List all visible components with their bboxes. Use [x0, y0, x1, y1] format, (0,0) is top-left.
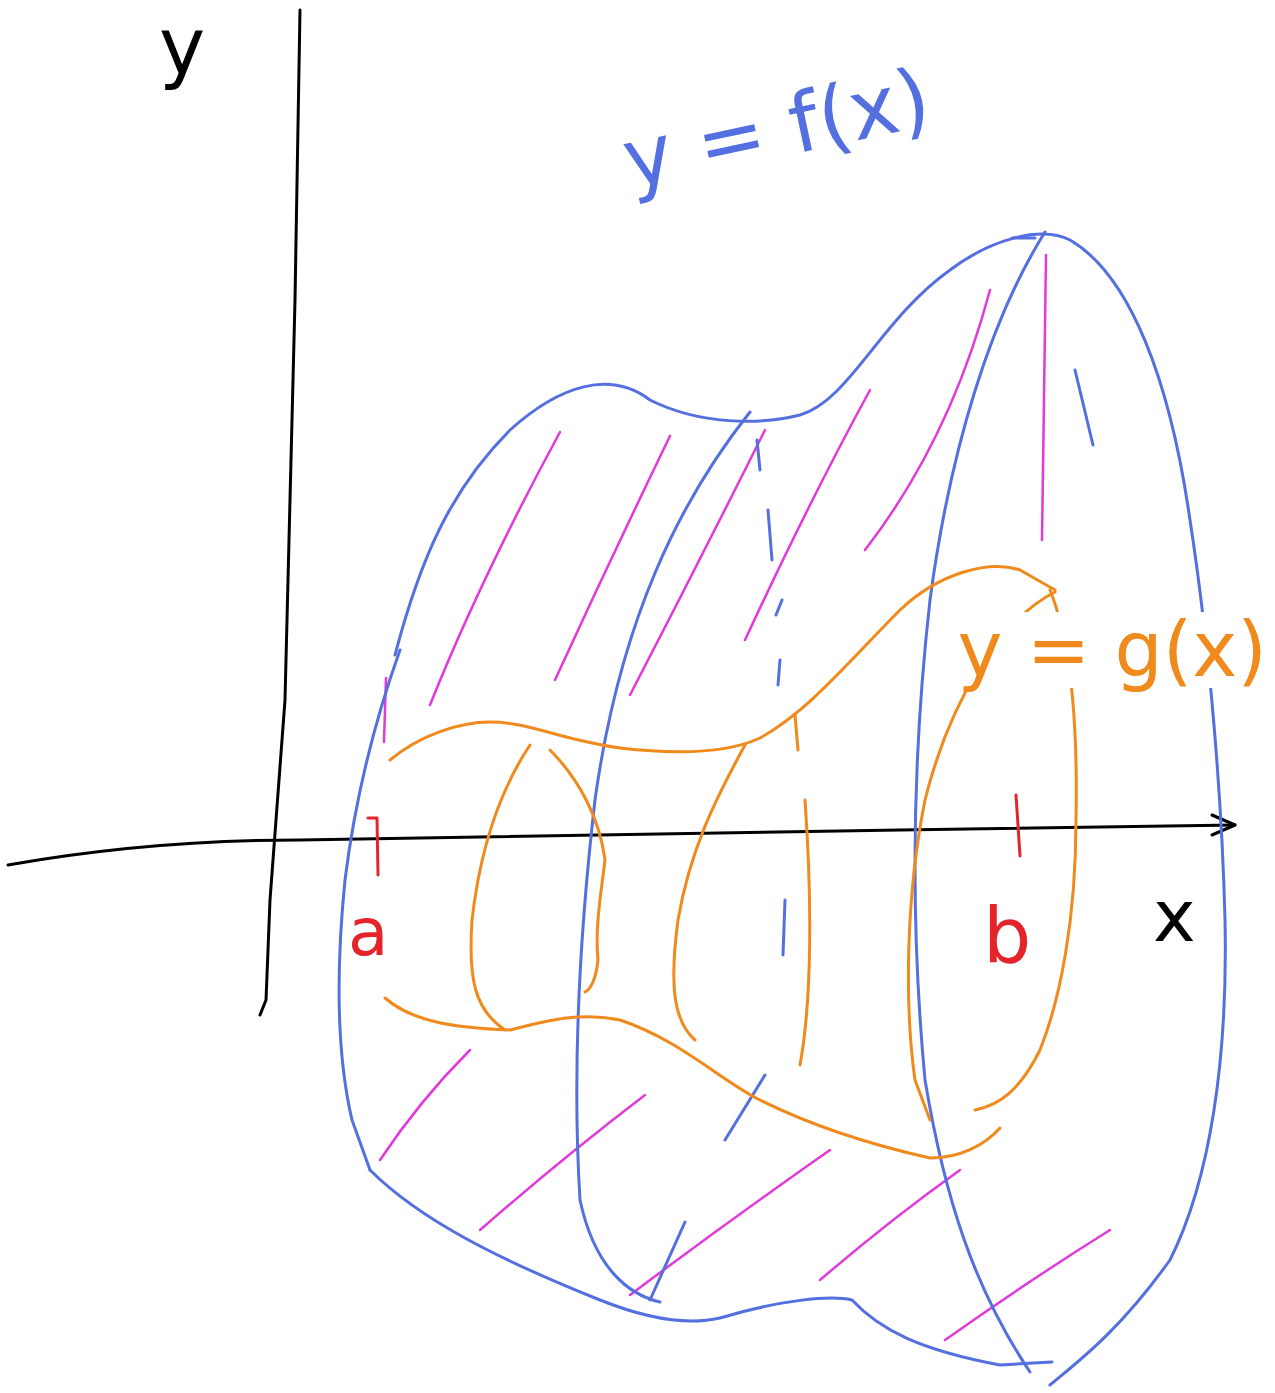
outer-curve: [339, 232, 1225, 1385]
curve-label: y = f(x): [613, 56, 940, 202]
axis-label: x: [1150, 880, 1199, 952]
curve-label: y = g(x): [955, 612, 1271, 688]
bound-label: b: [980, 898, 1034, 974]
axes: [8, 10, 1235, 1015]
hatching: [380, 255, 1110, 1340]
bound-label: a: [345, 900, 391, 966]
tick-marks: [368, 795, 1020, 875]
axis-label: y: [156, 8, 208, 86]
